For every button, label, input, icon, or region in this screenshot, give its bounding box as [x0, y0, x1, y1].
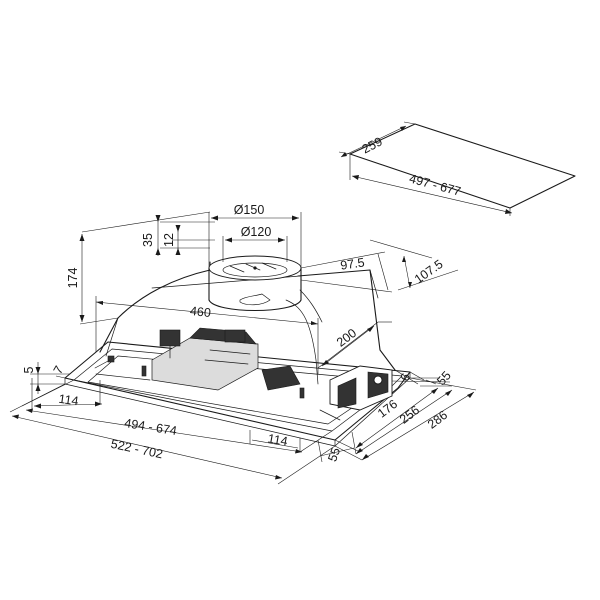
depth-286-label: 286	[425, 408, 450, 432]
diameter-150-label: Ø150	[234, 203, 265, 217]
damper-flaps-icon	[229, 262, 277, 273]
cutout-depth-dimension-line	[340, 125, 407, 158]
grease-filters	[94, 355, 305, 399]
depth-286-dimension-line	[361, 391, 475, 461]
housing-body	[99, 261, 396, 385]
body-width-dimension-line	[95, 301, 319, 325]
spigot-height-label: 12	[162, 233, 176, 247]
housing-right-side	[297, 269, 396, 371]
height-label: 174	[66, 268, 80, 289]
flange-height-label: 5	[22, 366, 36, 373]
control-module	[319, 365, 393, 421]
depth-256-dimension-line	[355, 389, 453, 455]
frame-outer-edge	[64, 341, 411, 441]
diameter-120-label: Ø120	[241, 225, 272, 239]
left-offset-dimension-line	[33, 403, 103, 407]
inner-width-dimension-line	[25, 409, 303, 453]
outlet-dimensions: Ø150 Ø120 35 12 97.5 107.5	[141, 203, 459, 293]
light-switch-icon	[373, 375, 383, 385]
hood-unit	[64, 255, 411, 447]
overall-width-label: 522 - 702	[110, 437, 165, 462]
overall-width-dimension-line	[11, 415, 283, 479]
frame-dimensions: 5 7 6 55 114 494 - 674 114	[9, 362, 477, 485]
spigot-offset-label: 35	[141, 233, 155, 247]
body-width-label: 460	[189, 304, 211, 320]
depth-97-5-label: 97.5	[339, 255, 365, 272]
body-depth-label: 200	[334, 326, 359, 350]
left-offset-label: 114	[58, 392, 80, 409]
bottom-offset-label: 114	[267, 431, 289, 448]
outlet-spigot	[208, 255, 302, 311]
depth-176-dimension-line	[355, 387, 439, 449]
front-flange-label: 55	[325, 446, 343, 464]
inner-width-label: 494 - 674	[123, 416, 177, 438]
front-flange-dimension-line	[319, 447, 355, 457]
transformer-box	[261, 365, 301, 391]
housing-left-dome	[99, 261, 211, 353]
cutout-width-label: 497 - 677	[408, 172, 463, 199]
depth-97-5-dimension-line	[377, 253, 389, 291]
cutout-panel: 259 497 - 677	[338, 121, 576, 216]
cutout-width-dimension-line	[351, 175, 513, 214]
body-depth-dimension-line	[321, 325, 375, 367]
bottom-offset-dimension-line	[251, 439, 299, 449]
flange-margin-label: 7	[51, 363, 67, 376]
depth-107-5-label: 107.5	[412, 257, 446, 286]
flange-margin-dimension-line	[55, 375, 75, 381]
motor-block	[151, 327, 301, 391]
depth-256-label: 256	[397, 403, 422, 427]
